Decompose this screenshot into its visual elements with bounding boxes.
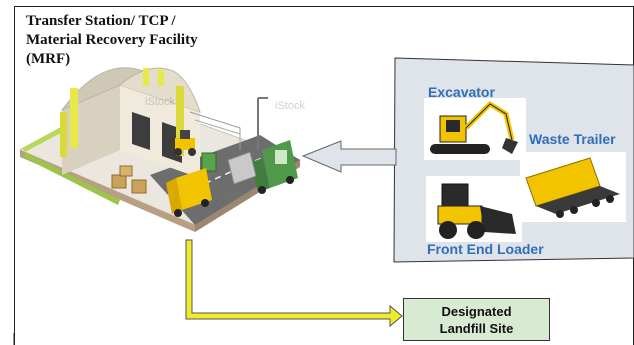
watermark-3: iStock [220,190,250,202]
front-end-loader-label: Front End Loader [427,241,544,257]
bin-3 [119,165,133,177]
facility-title: Transfer Station/ TCP / Material Recover… [26,13,198,67]
green-sign [201,152,217,172]
flow-arrow [185,239,403,328]
bin-1 [111,174,127,189]
facility-loader [174,130,196,156]
watermark-2: iStock [275,100,305,112]
left-block-arrow [301,140,397,173]
waste-trailer-image [520,152,626,222]
watermark-1: iStock [145,96,175,108]
landfill-site-box: Designated Landfill Site [403,298,550,341]
hedge-front [23,152,120,205]
facility-illustration [18,67,302,232]
frame-top-border [14,6,634,7]
bin-2 [131,179,147,194]
yellow-truck [166,168,212,217]
excavator-image [424,98,526,160]
frame-left-border [14,6,15,345]
dump-container [227,151,257,185]
building-door-1 [132,112,150,150]
front-end-loader-image [426,176,522,242]
garbage-truck [250,140,298,194]
excavator-label: Excavator [428,84,495,100]
waste-trailer-label: Waste Trailer [529,131,616,147]
